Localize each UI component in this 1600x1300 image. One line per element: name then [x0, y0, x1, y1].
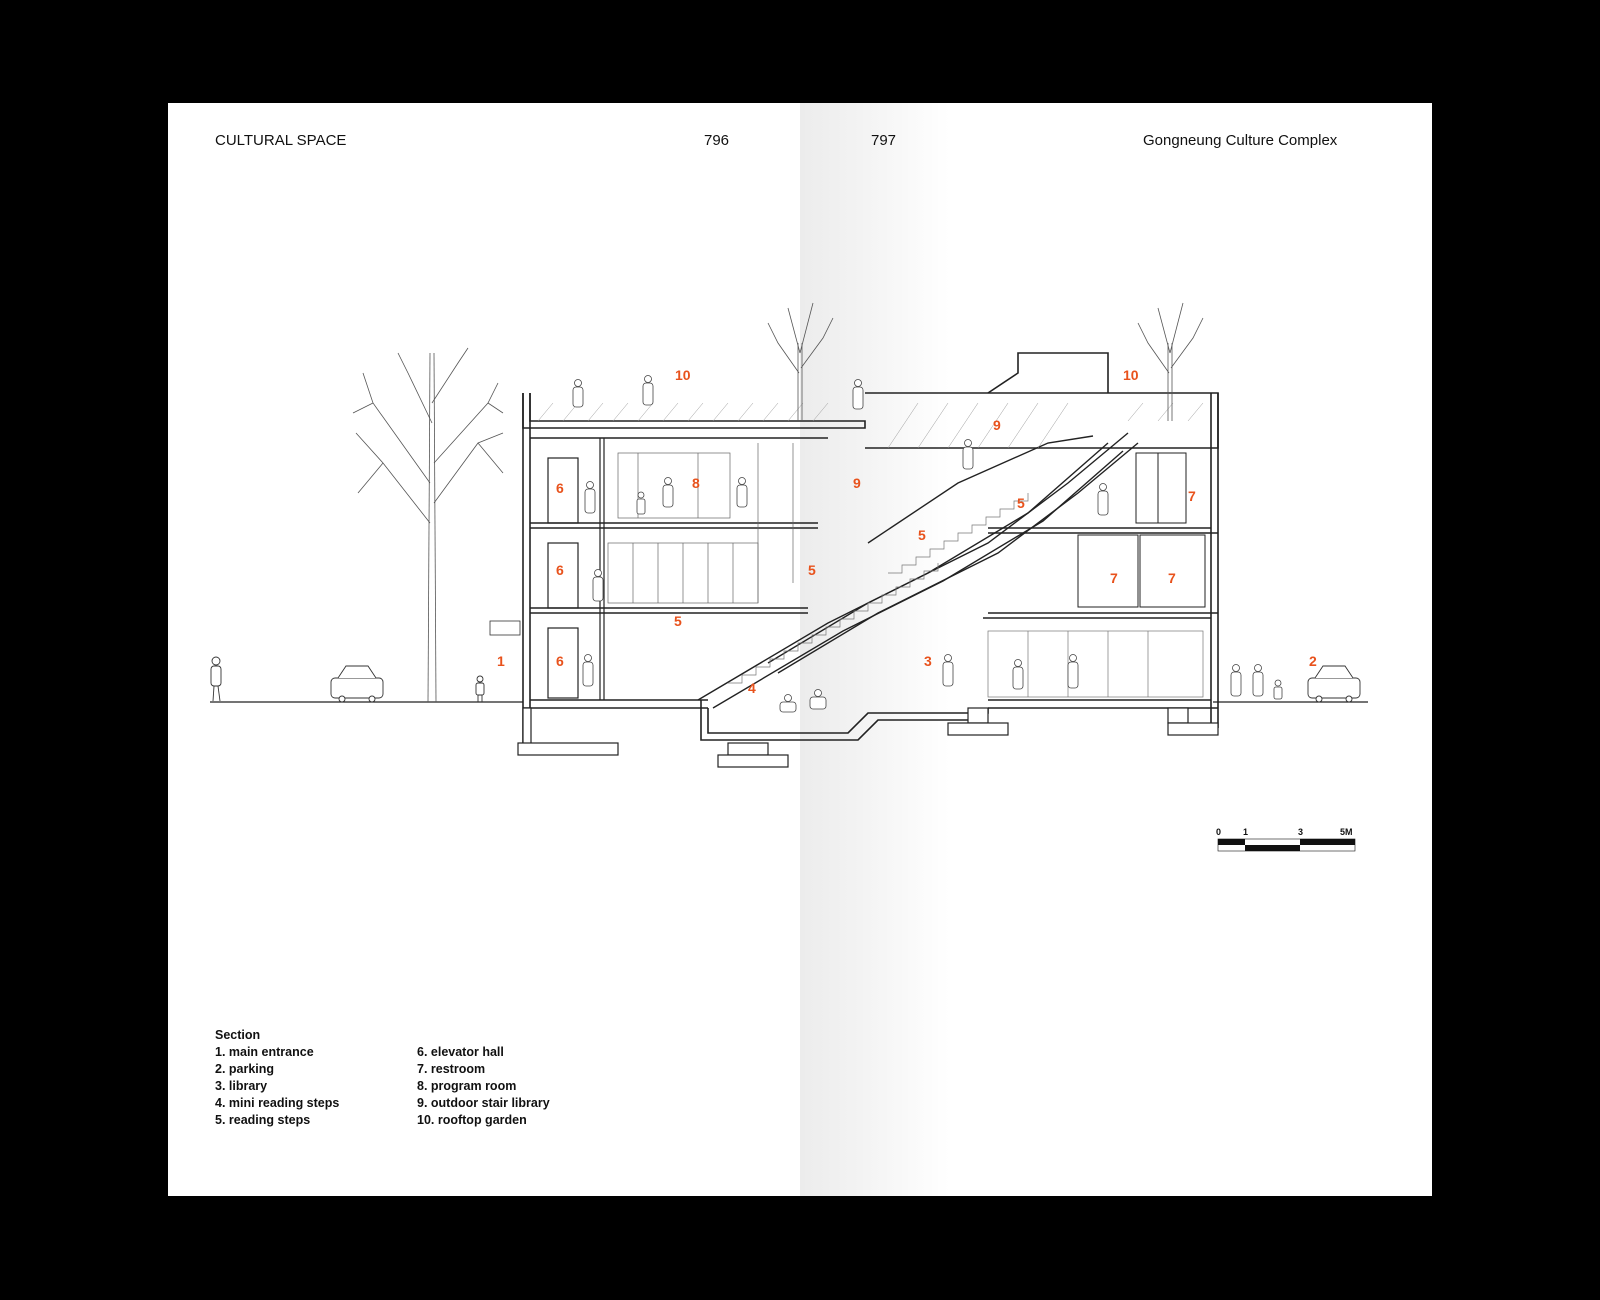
drawing-legend: Section 1. main entrance 2. parking 3. l… [215, 1028, 619, 1129]
tree-left [352, 347, 504, 703]
legend-item: 8. program room [417, 1079, 517, 1093]
label-elevator-hall-1: 6 [556, 653, 564, 669]
label-mini-reading-steps: 4 [748, 680, 756, 696]
legend-item: 6. elevator hall [417, 1045, 504, 1059]
label-reading-steps-lower: 5 [674, 613, 682, 629]
right-page-number: 797 [871, 132, 897, 149]
label-reading-steps-upper: 5 [1017, 495, 1025, 511]
label-outdoor-stair-library-upper: 9 [993, 417, 1001, 433]
left-page-title: CULTURAL SPACE [215, 132, 347, 149]
legend-item: 9. outdoor stair library [417, 1096, 550, 1110]
scale-tick-0: 0 [1216, 827, 1221, 837]
scale-tick-5m: 5M [1340, 827, 1353, 837]
step-lines [728, 493, 1029, 684]
entrance-canopy [489, 620, 521, 636]
roof-tree-right [1137, 302, 1204, 421]
person-entrance [475, 675, 485, 702]
label-program-room: 8 [692, 475, 700, 491]
scale-tick-3: 3 [1298, 827, 1303, 837]
label-elevator-hall-2: 6 [556, 562, 564, 578]
roof-planting-hatch [537, 402, 1204, 449]
label-reading-steps-mid-right: 5 [918, 527, 926, 543]
label-main-entrance: 1 [497, 653, 505, 669]
legend-item: 10. rooftop garden [417, 1113, 527, 1127]
people-figures [572, 375, 1283, 713]
label-restroom-mid-right: 7 [1168, 570, 1176, 586]
car-right [1307, 665, 1361, 703]
scale-tick-1: 1 [1243, 827, 1248, 837]
label-rooftop-garden-left: 10 [675, 367, 691, 383]
foundations [517, 707, 1219, 768]
page-gutter-shadow [800, 103, 950, 1196]
legend-item: 3. library [215, 1079, 268, 1093]
car-left [330, 665, 384, 703]
legend-item: 5. reading steps [215, 1113, 311, 1127]
right-page-title: Gongneung Culture Complex [1143, 132, 1338, 149]
restroom-block [1077, 452, 1206, 608]
legend-item: 2. parking [215, 1062, 275, 1076]
book-spread: CULTURAL SPACE 796 797 Gongneung Culture… [168, 103, 1432, 1196]
person-left [210, 656, 222, 702]
roof-railing [987, 352, 1109, 394]
legend-item: 7. restroom [417, 1062, 486, 1076]
reading-steps [697, 432, 1139, 709]
roof-tree-left [767, 302, 834, 421]
section-drawing: 10 10 9 9 8 7 7 7 6 6 6 5 5 5 5 4 3 2 1 … [210, 302, 1368, 852]
label-library: 3 [924, 653, 932, 669]
scale-bar: 0 1 3 5M [1216, 827, 1356, 852]
label-elevator-hall-3: 6 [556, 480, 564, 496]
legend-column-right: 6. elevator hall 7. restroom 8. program … [417, 1044, 619, 1129]
label-parking: 2 [1309, 653, 1317, 669]
legend-title: Section [215, 1028, 261, 1042]
left-page-number: 796 [704, 132, 730, 149]
label-rooftop-garden-right: 10 [1123, 367, 1139, 383]
legend-item: 1. main entrance [215, 1045, 314, 1059]
legend-column-left: 1. main entrance 2. parking 3. library 4… [215, 1044, 417, 1129]
label-restroom-mid-left: 7 [1110, 570, 1118, 586]
label-restroom-top: 7 [1188, 488, 1196, 504]
label-reading-steps-mid: 5 [808, 562, 816, 578]
legend-item: 4. mini reading steps [215, 1096, 340, 1110]
space-labels: 10 10 9 9 8 7 7 7 6 6 6 5 5 5 5 4 3 2 1 [497, 367, 1317, 696]
elevator-core [547, 438, 605, 700]
label-outdoor-stair-library-lower: 9 [853, 475, 861, 491]
